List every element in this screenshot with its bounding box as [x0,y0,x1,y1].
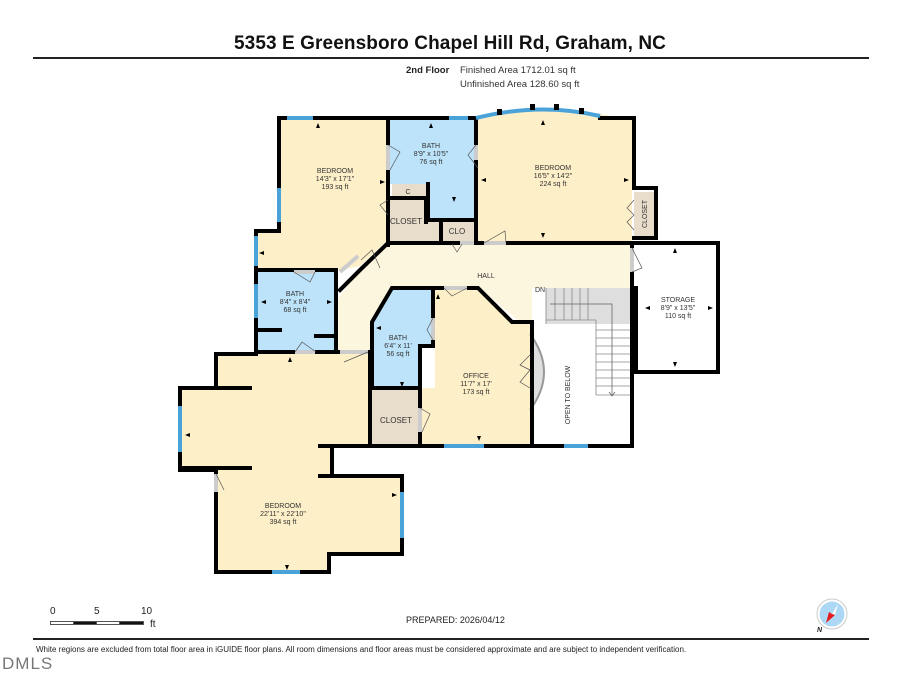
svg-text:173 sq ft: 173 sq ft [463,389,490,396]
svg-text:8'4" x 8'4": 8'4" x 8'4" [280,299,311,306]
hall-label: HALL [477,273,495,280]
svg-text:14'3" x 17'1": 14'3" x 17'1" [316,176,355,183]
svg-text:STORAGE: STORAGE [661,297,695,304]
svg-text:BATH: BATH [286,291,304,298]
closet-label-east: CLOSET [642,199,649,228]
scale-bar: 0 5 10 ft [50,606,170,630]
room-label-bath-north: BATH 8'9" x 10'5" 76 sq ft [414,143,449,166]
room-fill-closet-east [634,192,654,237]
closet-label-north: CLOSET [390,217,422,226]
scale-segment [50,621,74,625]
closet-label-center: CLOSET [380,416,412,425]
room-label-bedroom-sw: BEDROOM 22'11" x 22'10" 394 sq ft [260,503,306,526]
svg-text:BATH: BATH [422,143,440,150]
room-fill-bedroom-sw [182,354,400,570]
room-fill-closet-north [390,200,440,241]
bay-window-mullions [497,104,584,115]
prepared-date: PREPARED: 2026/04/12 [406,615,505,625]
footer-divider [33,638,869,640]
scale-segment [73,621,97,625]
room-fill-bedroom-ne [476,108,632,241]
room-label-office: OFFICE 11'7" x 17' 173 sq ft [460,373,492,396]
room-fill-storage [640,243,716,370]
room-label-bedroom-ne: BEDROOM 16'5" x 14'2" 224 sq ft [534,165,573,188]
doors [214,144,643,492]
scale-tick-0: 0 [50,606,56,617]
windows [178,116,588,574]
room-label-bath-center: BATH 6'4" x 11' 56 sq ft [384,335,412,358]
room-label-bath-west: BATH 8'4" x 8'4" 68 sq ft [280,291,311,314]
header-divider [33,57,869,59]
svg-text:76 sq ft: 76 sq ft [420,159,443,166]
svg-text:16'5" x 14'2": 16'5" x 14'2" [534,173,573,180]
finished-area: Finished Area 1712.01 sq ft [460,65,576,76]
room-label-bedroom-nw: BEDROOM 14'3" x 17'1" 193 sq ft [316,168,355,191]
svg-text:6'4" x 11': 6'4" x 11' [384,343,412,350]
unfinished-area: Unfinished Area 128.60 sq ft [460,79,580,90]
room-fill-bath-center [372,288,433,388]
svg-text:68 sq ft: 68 sq ft [284,307,307,314]
staircase [545,288,630,397]
room-fill-bath-west [258,272,336,352]
open-to-below-label: OPEN TO BELOW [565,365,572,424]
room-fill-c-closet [392,184,426,198]
scale-tick-5: 5 [94,606,100,617]
svg-text:BEDROOM: BEDROOM [317,168,353,175]
compass-north-label: N [817,627,823,634]
room-label-storage: STORAGE 8'9" x 13'5" 110 sq ft [661,297,696,320]
open-to-below-area [532,324,630,446]
svg-text:22'11" x 22'10": 22'11" x 22'10" [260,511,306,518]
svg-text:56 sq ft: 56 sq ft [387,351,410,358]
disclaimer-text: White regions are excluded from total fl… [36,645,687,654]
scale-tick-10: 10 [141,606,153,617]
bay-window-wall [475,107,601,120]
svg-text:BATH: BATH [389,335,407,342]
room-fill-bath-north [390,120,474,218]
room-fill-closet-center [372,390,420,446]
clo-label: CLO [449,227,465,236]
stairs-down-label: DN [535,287,545,294]
room-fill-clo [443,220,474,241]
svg-text:BEDROOM: BEDROOM [265,503,301,510]
svg-text:8'9" x 10'5": 8'9" x 10'5" [414,151,449,158]
room-fill-bedroom-nw [258,120,390,270]
svg-text:394 sq ft: 394 sq ft [270,519,297,526]
svg-text:8'9" x 13'5": 8'9" x 13'5" [661,305,696,312]
svg-text:11'7" x 17': 11'7" x 17' [460,381,492,388]
svg-text:OFFICE: OFFICE [463,373,489,380]
dmls-watermark: DMLS [2,654,54,673]
scale-segment [119,621,144,625]
svg-text:BEDROOM: BEDROOM [535,165,571,172]
scale-segment [96,621,120,625]
room-fill-hall [337,243,632,352]
svg-text:193 sq ft: 193 sq ft [322,184,349,191]
room-fill-office [422,288,530,446]
property-address-title: 5353 E Greensboro Chapel Hill Rd, Graham… [233,33,667,54]
scale-unit: ft [150,619,156,630]
dimension-markers [185,120,713,570]
c-closet-label: C [405,189,410,196]
compass-icon [816,598,848,630]
floor-label: 2nd Floor [406,65,450,76]
svg-text:110 sq ft: 110 sq ft [665,313,691,320]
svg-text:224 sq ft: 224 sq ft [540,181,567,188]
